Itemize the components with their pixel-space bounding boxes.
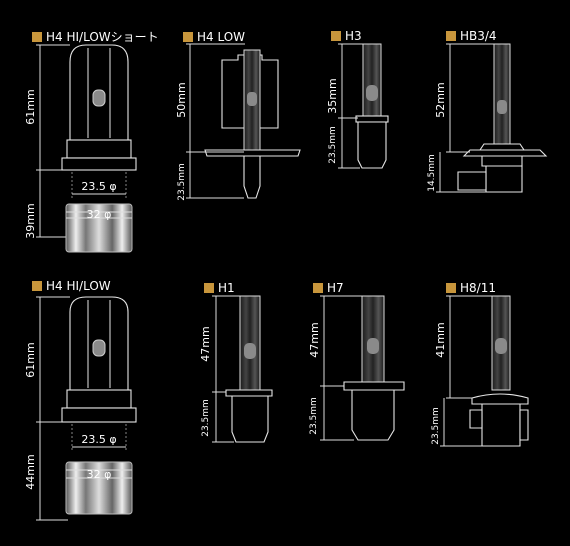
dim-h4-low-upper: 50mm [175, 82, 188, 117]
dim-h4-short-upper: 61mm [24, 89, 37, 124]
dim-h4-short-base: 32 φ [87, 208, 112, 221]
bulb-hb3 [436, 43, 548, 193]
dim-h3-upper: 35mm [326, 78, 339, 113]
dim-hb3-lower: 14.5mm [427, 154, 437, 192]
dim-h7-upper: 47mm [308, 322, 321, 357]
marker-square [331, 31, 341, 41]
bulb-h4-short [36, 44, 137, 253]
dim-h4-low-lower: 23.5mm [177, 163, 187, 201]
bulb-h4-low [186, 43, 301, 199]
marker-square [446, 283, 456, 293]
bulb-base [65, 203, 133, 253]
dim-h4-neck: 23.5 φ [81, 433, 116, 446]
title-label: H1 [218, 281, 235, 295]
marker-square [183, 32, 193, 42]
title-h811: H8/11 [446, 281, 496, 295]
bulb-h1 [212, 295, 273, 443]
dim-h1-lower: 23.5mm [201, 399, 211, 437]
bulb-flange [204, 149, 301, 157]
dim-h4-upper: 61mm [24, 342, 37, 377]
dim-h4-short-neck: 23.5 φ [81, 180, 116, 193]
dim-h1-upper: 47mm [199, 326, 212, 361]
title-label: H4 LOW [197, 30, 246, 44]
marker-square [313, 283, 323, 293]
bulb-h4 [36, 296, 137, 521]
dim-h4-lower: 44mm [24, 454, 37, 489]
dim-h3-lower: 23.5mm [328, 126, 338, 164]
dim-h811-lower: 23.5mm [431, 407, 441, 445]
title-h4-short: H4 HI/LOWショート [32, 28, 159, 45]
title-h4-low: H4 LOW [183, 30, 245, 44]
title-label: H8/11 [460, 281, 496, 295]
dim-h811-upper: 41mm [434, 322, 447, 357]
title-hb3: HB3/4 [446, 29, 497, 43]
bulb-h7 [320, 295, 405, 441]
bulb-h811 [440, 295, 529, 447]
marker-square [204, 283, 214, 293]
marker-square [32, 31, 42, 42]
marker-square [446, 31, 456, 41]
dim-hb3-upper: 52mm [434, 82, 447, 117]
title-h1: H1 [204, 281, 235, 295]
title-label: H4 HI/LOWショート [46, 30, 159, 44]
dim-h4-short-lower: 39mm [24, 203, 37, 238]
title-label: H4 HI/LOW [46, 279, 111, 293]
marker-square [32, 281, 42, 291]
bulb-collar [61, 157, 137, 171]
bulb-h3 [338, 43, 389, 169]
bulb-flange [66, 139, 132, 159]
title-h4: H4 HI/LOW [32, 279, 111, 293]
title-label: HB3/4 [460, 29, 497, 43]
title-h3: H3 [331, 29, 362, 43]
dim-h4-base: 32 φ [87, 468, 112, 481]
dim-h7-lower: 23.5mm [309, 397, 319, 435]
title-label: H3 [345, 29, 362, 43]
title-h7: H7 [313, 281, 344, 295]
title-label: H7 [327, 281, 344, 295]
